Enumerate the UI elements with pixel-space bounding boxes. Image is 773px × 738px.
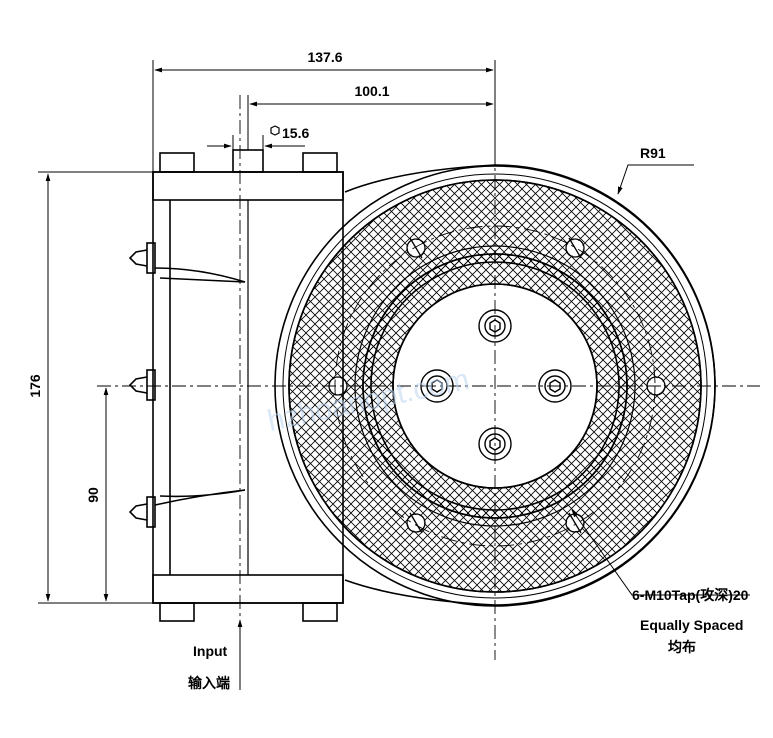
- dim-height: 176: [27, 374, 43, 398]
- mounting-holes: [328, 237, 666, 534]
- equally-spaced-label: Equally Spaced: [640, 617, 743, 633]
- hex-input-top: [232, 149, 264, 173]
- center-bolt-left: [420, 369, 454, 403]
- dimension-lines: [38, 60, 750, 690]
- hex-symbol-icon: [270, 125, 280, 136]
- bottom-flange: [152, 574, 344, 604]
- dim-overall-width: 137.6: [307, 49, 342, 65]
- bolt-pitch-circle: [334, 225, 656, 547]
- input-label: Input: [193, 643, 228, 659]
- bolt-head-bottom-right: [302, 602, 338, 622]
- bolt-head-top-right: [302, 152, 338, 173]
- tap-spec-label: 6-M10Tap(攻深)20: [632, 587, 749, 603]
- dim-hex-size: 15.6: [282, 125, 309, 141]
- grease-nipple-1: [128, 242, 156, 274]
- equally-spaced-cn-label: 均布: [668, 639, 696, 655]
- grease-nipple-3: [128, 496, 156, 528]
- center-bolt-right: [538, 369, 572, 403]
- front-view: [274, 150, 716, 660]
- bolt-head-bottom-left: [159, 602, 195, 622]
- top-flange: [152, 171, 344, 201]
- grease-nipple-2: [128, 369, 156, 401]
- dim-radius: R91: [640, 145, 666, 161]
- input-cn-label: 输入端: [188, 675, 230, 691]
- dim-center-height: 90: [85, 487, 101, 503]
- bolt-head-top-left: [159, 152, 195, 173]
- dim-center-offset: 100.1: [354, 83, 389, 99]
